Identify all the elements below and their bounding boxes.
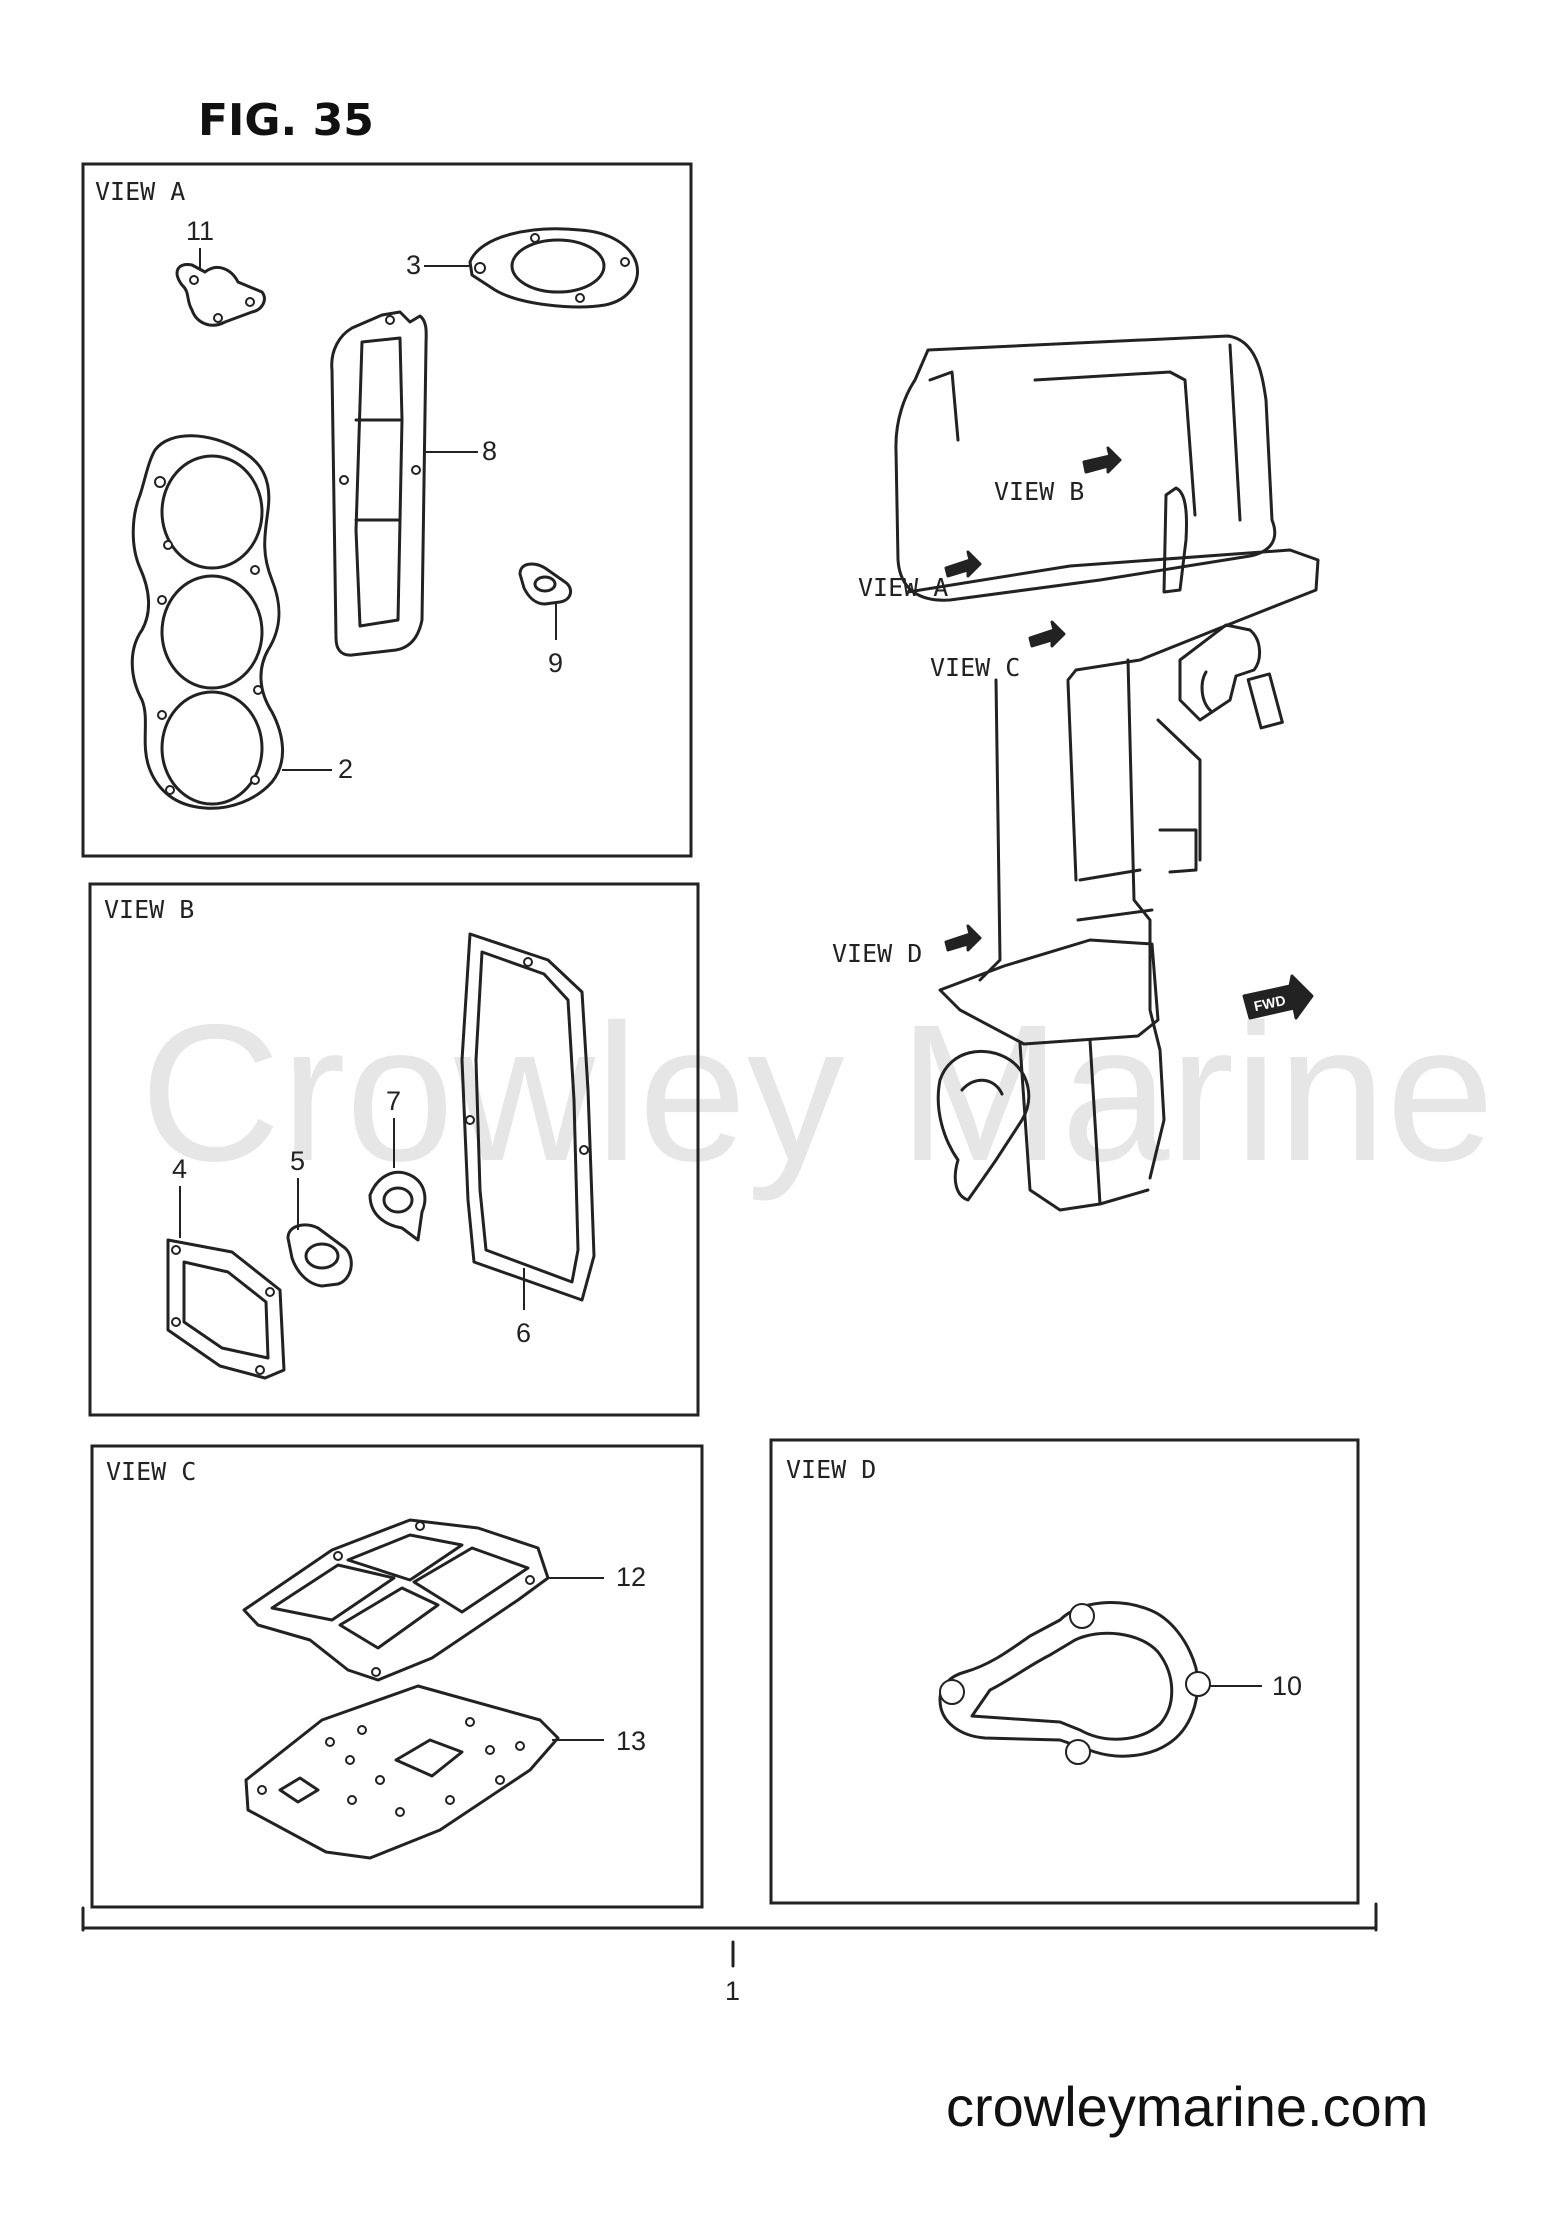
view-c-panel: VIEW C 12 13 bbox=[90, 1444, 704, 1909]
part-6-number: 6 bbox=[516, 1318, 531, 1348]
part-9-number: 9 bbox=[548, 648, 563, 678]
part-7-number: 7 bbox=[386, 1086, 401, 1116]
part-10-number: 10 bbox=[1272, 1671, 1302, 1701]
gasket-10 bbox=[938, 1601, 1211, 1765]
fwd-badge: FWD bbox=[1242, 974, 1314, 1020]
figure-title: FIG. 35 bbox=[198, 95, 374, 146]
gasket-11 bbox=[175, 262, 266, 327]
gasket-8 bbox=[330, 310, 428, 657]
gasket-3 bbox=[468, 227, 639, 309]
website-url: crowleymarine.com bbox=[946, 2075, 1428, 2138]
callout-view-b: VIEW B bbox=[994, 477, 1084, 506]
gasket-9 bbox=[518, 562, 573, 606]
view-b-label: VIEW B bbox=[104, 895, 194, 924]
part-3-number: 3 bbox=[406, 250, 421, 280]
part-12-number: 12 bbox=[616, 1562, 646, 1592]
view-a-panel: VIEW A 11 3 8 bbox=[81, 162, 693, 858]
part-13-number: 13 bbox=[616, 1726, 646, 1756]
part-4-number: 4 bbox=[172, 1154, 187, 1184]
callout-view-c: VIEW C bbox=[930, 653, 1020, 682]
view-a-label: VIEW A bbox=[95, 177, 185, 206]
view-b-arrow-icon bbox=[1082, 446, 1122, 474]
part-5-number: 5 bbox=[290, 1146, 305, 1176]
view-d-label: VIEW D bbox=[786, 1455, 876, 1484]
assembly-bracket bbox=[81, 1902, 1378, 1968]
gasket-5 bbox=[286, 1223, 353, 1288]
view-c-arrow-icon bbox=[1028, 620, 1066, 648]
outboard-engine-illustration: FWD bbox=[894, 334, 1320, 1212]
part-8-number: 8 bbox=[482, 436, 497, 466]
gasket-6 bbox=[460, 932, 596, 1302]
view-a-arrow-icon bbox=[944, 550, 982, 578]
gasket-2 bbox=[130, 434, 285, 810]
fwd-badge-label: FWD bbox=[1252, 992, 1287, 1014]
part-11-number: 11 bbox=[186, 216, 214, 246]
gasket-7 bbox=[368, 1170, 427, 1242]
gasket-13 bbox=[244, 1684, 560, 1860]
callout-view-d: VIEW D bbox=[832, 939, 922, 968]
part-2-number: 2 bbox=[338, 754, 353, 784]
view-c-label: VIEW C bbox=[106, 1457, 196, 1486]
view-d-arrow-icon bbox=[944, 924, 982, 952]
callout-view-a: VIEW A bbox=[858, 573, 948, 602]
watermark: Crowley Marine bbox=[140, 984, 1495, 1202]
gasket-4 bbox=[166, 1238, 286, 1380]
view-b-panel: VIEW B 7 5 4 6 bbox=[88, 882, 700, 1417]
part-1-number: 1 bbox=[725, 1976, 740, 2006]
gasket-12 bbox=[242, 1518, 550, 1682]
view-d-panel: VIEW D 10 bbox=[769, 1438, 1360, 1905]
